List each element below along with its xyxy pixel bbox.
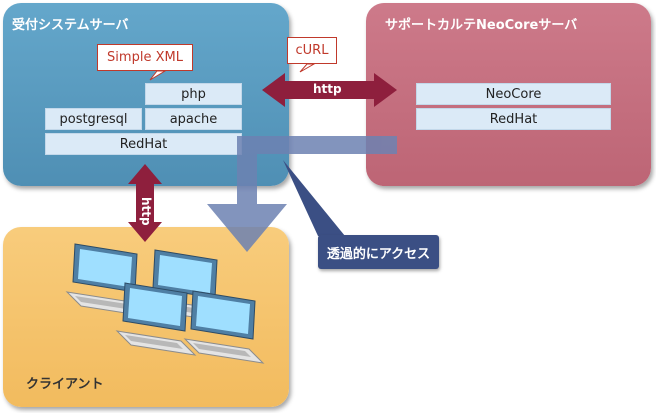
http-horizontal-label: http [313, 82, 342, 96]
annotation-pointer [283, 160, 345, 236]
simple-xml-callout: Simple XML [97, 44, 193, 71]
desktop-computer-icon [183, 290, 265, 364]
neocore-box: NeoCore [416, 83, 611, 105]
support-server-title: サポートカルテNeoCoreサーバ [385, 18, 578, 33]
transparent-access-arrow [207, 136, 397, 252]
http-vertical-arrow [128, 164, 162, 242]
apache-box: apache [145, 108, 242, 130]
desktop-computer-icon [115, 282, 197, 356]
reception-server-title: 受付システムサーバ [12, 18, 129, 33]
client-title: クライアント [26, 377, 104, 392]
postgresql-box: postgresql [45, 108, 142, 130]
php-box: php [145, 83, 242, 105]
support-redhat-box: RedHat [416, 108, 611, 130]
http-vertical-label: http [139, 197, 153, 226]
curl-callout: cURL [287, 37, 337, 64]
transparent-access-annotation: 透過的にアクセス [318, 235, 439, 269]
http-horizontal-arrow [262, 73, 397, 107]
